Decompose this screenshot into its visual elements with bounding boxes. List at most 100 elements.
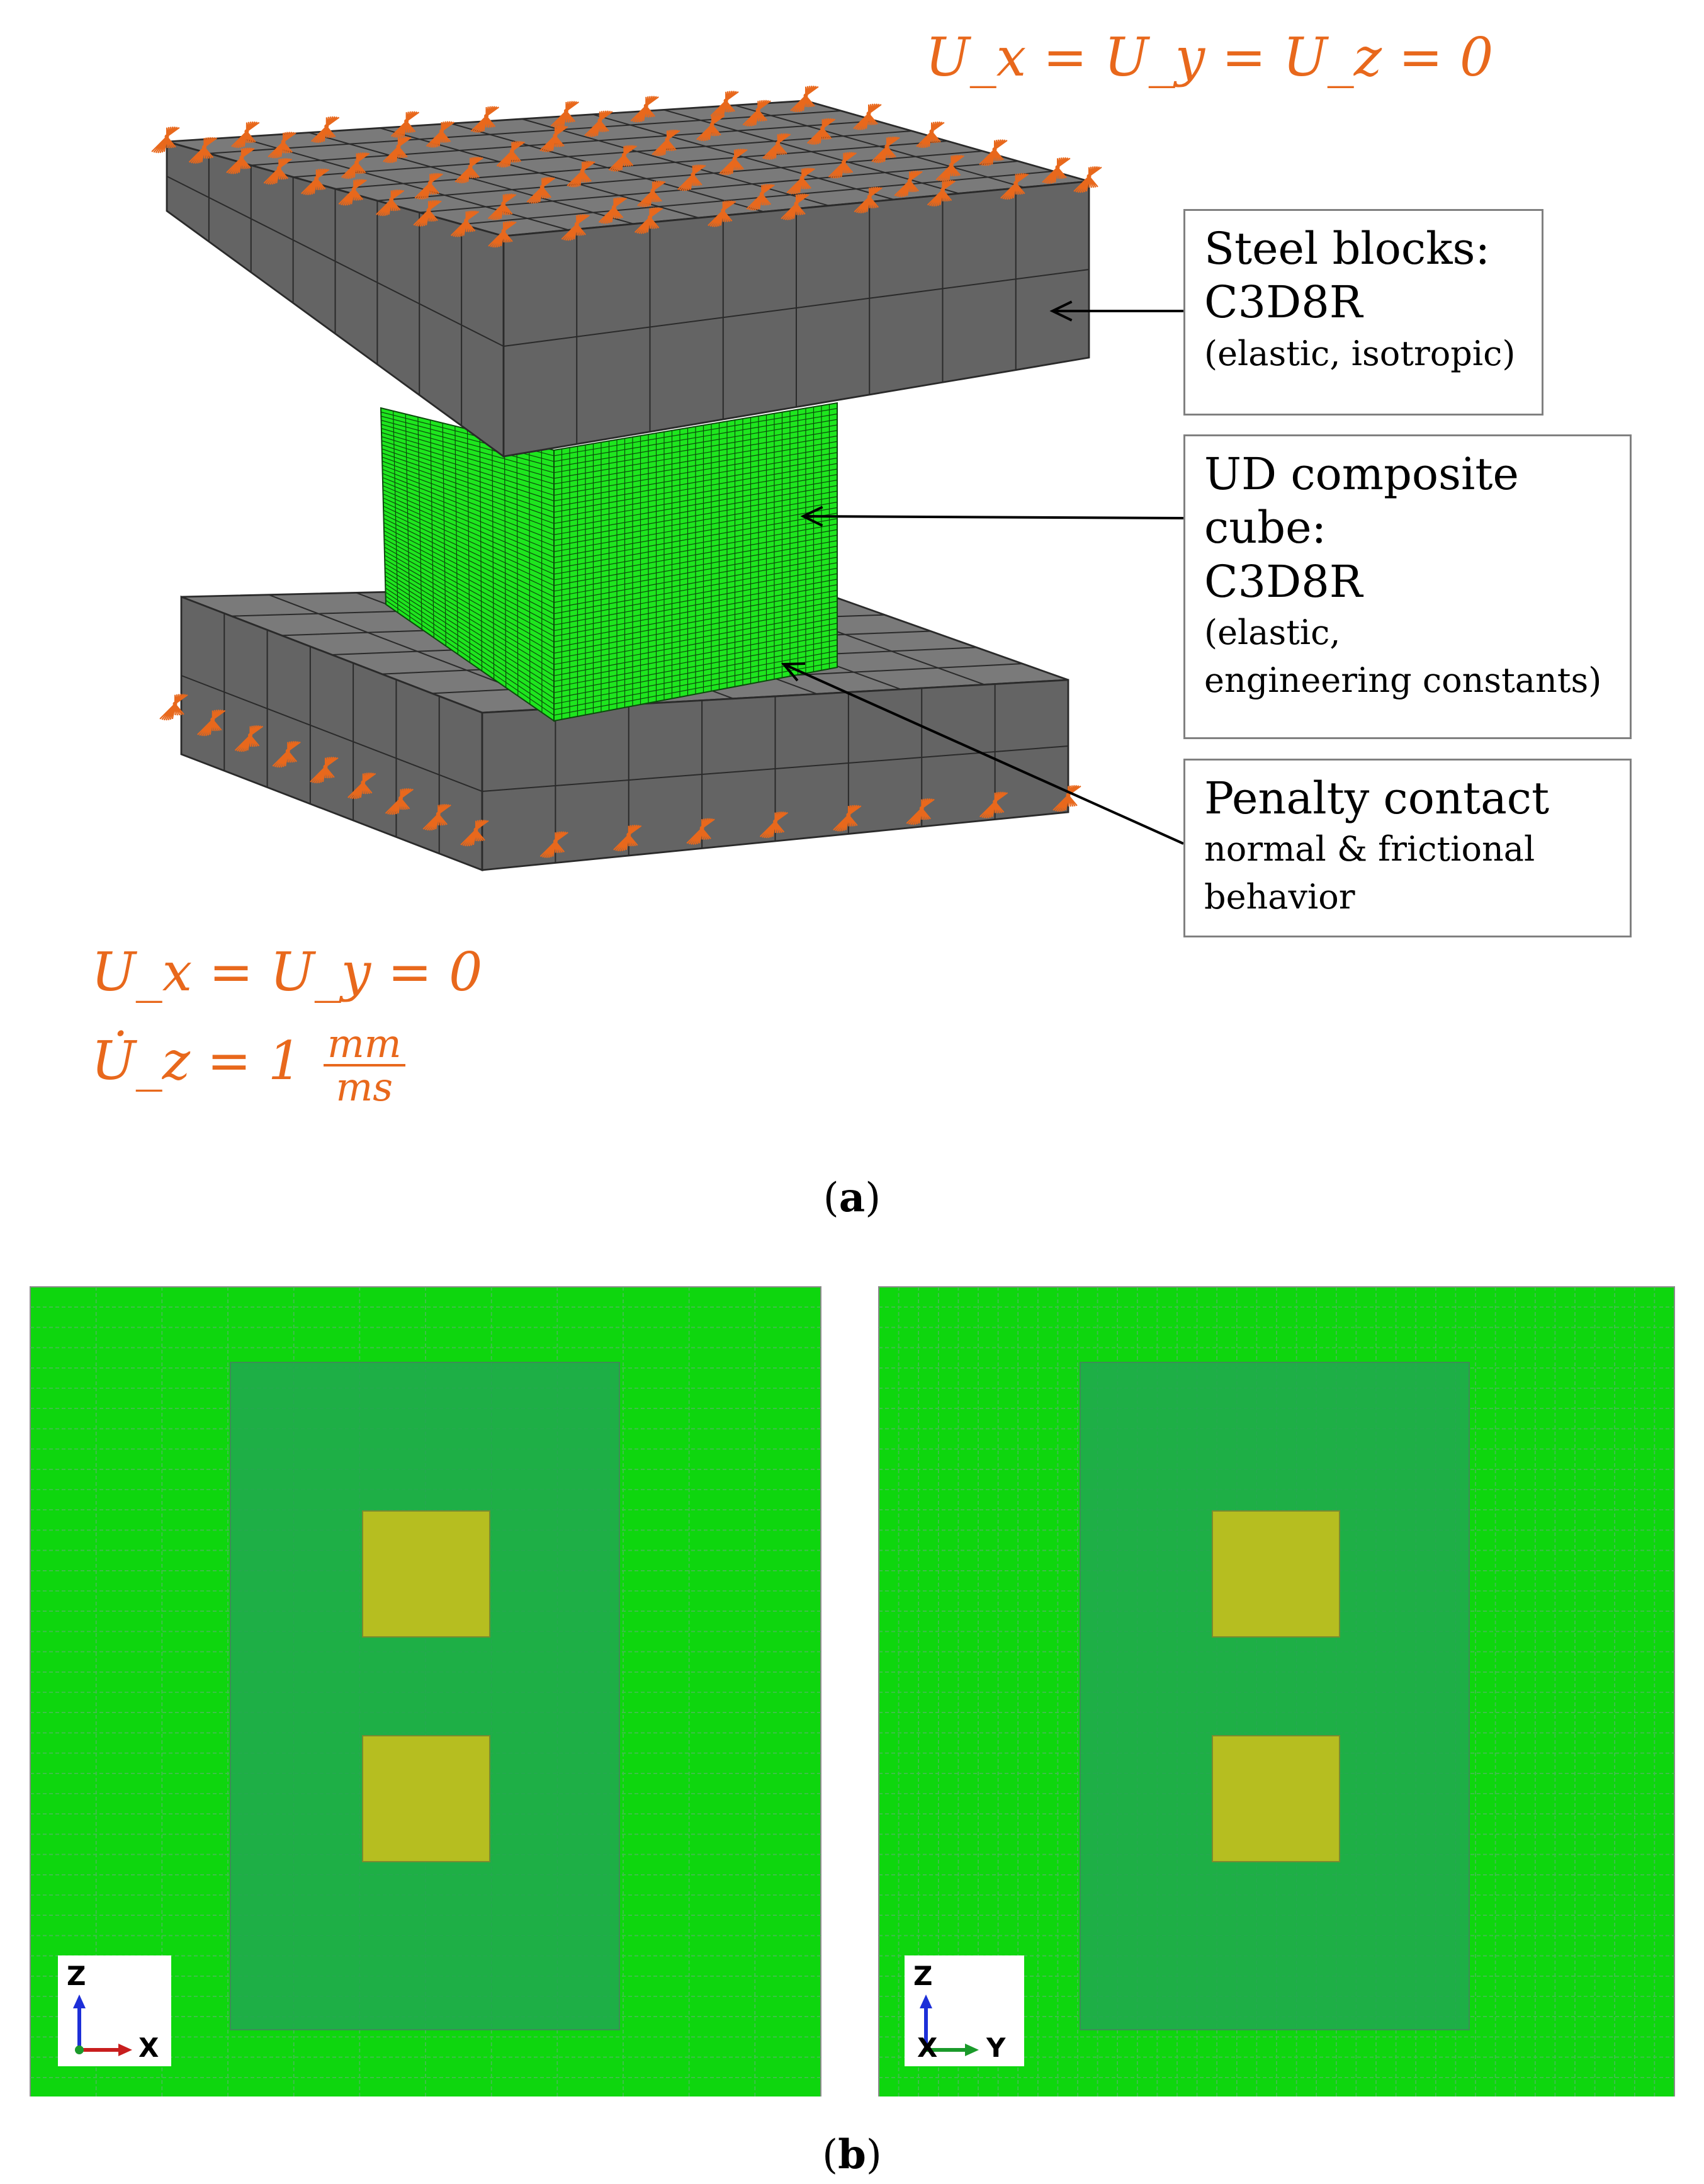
bc-symbol-center — [164, 134, 169, 139]
bc-symbol-rays — [786, 167, 815, 195]
bc-symbol-center — [992, 147, 997, 152]
bc-symbol — [385, 788, 414, 815]
cube-left-face-mesh — [381, 410, 555, 716]
bc-symbol — [1052, 784, 1081, 812]
bc-symbol-center — [426, 208, 431, 213]
bc-symbol — [696, 114, 725, 142]
bc-symbol — [584, 110, 613, 138]
bc-symbol — [979, 791, 1008, 819]
bc-symbol — [460, 819, 489, 847]
bc-symbol-rays — [272, 740, 301, 768]
bc-symbol — [341, 152, 370, 179]
bc-symbol-rays — [526, 176, 555, 204]
top-block-left-face-mesh — [166, 153, 504, 426]
bc-symbol — [426, 121, 455, 148]
leader-contact-head — [781, 662, 806, 682]
bc-symbol-center — [1013, 181, 1018, 186]
bc-symbol-center — [755, 108, 760, 113]
bc-symbol — [746, 183, 775, 211]
section-xz-patch-lower — [362, 1735, 490, 1862]
steel-label-line3: (elastic, isotropic) — [1204, 333, 1516, 373]
composite-label-line2: cube: — [1204, 502, 1327, 554]
bc-symbol-center — [404, 119, 409, 124]
bc-symbol-center — [509, 149, 514, 154]
bc-symbol — [781, 193, 810, 221]
bc-symbol-rays — [742, 99, 771, 127]
bc-symbol-center — [361, 780, 366, 785]
bc-symbol-rays — [197, 709, 226, 737]
bc-symbol — [979, 139, 1008, 166]
bc-symbol — [927, 179, 956, 207]
bc-symbol — [1042, 157, 1071, 184]
composite-label-line1: UD composite — [1204, 448, 1519, 500]
bc-symbol — [598, 196, 627, 224]
bc-bottom-text-1: U_x = U_y = 0 — [91, 941, 483, 1003]
bc-symbol-center — [940, 188, 945, 193]
axis-label-x-out: X — [917, 2032, 938, 2063]
contact-label-box: Penalty contact normal & frictional beha… — [1183, 759, 1632, 937]
bc-symbol-center — [324, 124, 329, 129]
bc-symbol-center — [484, 114, 488, 118]
bc-symbol-center — [621, 152, 626, 157]
bc-symbol-rays — [159, 693, 188, 721]
caption-a: (a) — [823, 1174, 881, 1221]
bc-symbol — [268, 132, 296, 159]
bc-symbol-center — [201, 145, 206, 150]
bc-symbol — [470, 106, 500, 133]
bc-symbol — [188, 137, 217, 164]
bc-symbol-center — [323, 764, 328, 769]
bc-symbol — [894, 170, 923, 198]
bc-symbol — [263, 157, 292, 185]
bc-symbol — [488, 193, 517, 220]
bc-symbol — [338, 179, 367, 206]
bc-symbol-rays — [979, 139, 1008, 166]
composite-label-box: UD composite cube: C3D8R (elastic, engin… — [1183, 434, 1632, 739]
bc-symbol-center — [723, 98, 728, 103]
bc-symbol — [762, 133, 791, 161]
bc-symbol-center — [611, 205, 616, 210]
contact-label-line1: Penalty contact — [1204, 772, 1550, 824]
steel-label-box: Steel blocks: C3D8R (elastic, isotropic) — [1183, 209, 1543, 416]
axis-triad-xz: Z X — [58, 1955, 171, 2066]
bc-symbol-center — [794, 201, 799, 206]
bc-symbol-center — [248, 733, 252, 738]
bc-symbol-center — [244, 129, 249, 134]
bc-symbol — [871, 136, 900, 164]
bc-symbol-center — [398, 796, 403, 801]
bc-symbol-rays — [746, 183, 775, 211]
bc-symbol-rays — [935, 154, 964, 182]
caption-b: (b) — [822, 2131, 882, 2178]
bc-symbol — [637, 180, 666, 208]
bc-symbol — [375, 189, 405, 217]
bc-symbol — [450, 210, 480, 237]
bc-symbol-center — [539, 184, 544, 190]
bc-symbol-center — [776, 141, 781, 146]
composite-label-line4: (elastic, — [1204, 613, 1341, 653]
bc-symbol-rays — [311, 116, 340, 144]
bc-symbol — [853, 103, 882, 130]
bc-symbol-center — [396, 144, 401, 149]
bc-symbol-rays — [677, 164, 706, 191]
bc-symbol-rays — [652, 129, 680, 157]
bc-symbol-rays — [762, 133, 791, 161]
bc-symbol-center — [820, 126, 825, 131]
bc-symbol — [613, 824, 642, 852]
bc-symbol-center — [867, 195, 872, 200]
bc-symbol-center — [721, 208, 726, 213]
bc-symbol-rays — [634, 207, 663, 234]
bc-symbol-rays — [719, 148, 748, 176]
bc-symbol-center — [464, 218, 469, 223]
bc-symbol-center — [841, 159, 846, 164]
bc-symbol-rays — [696, 114, 725, 142]
bc-symbol-rays — [390, 111, 420, 139]
bc-symbol-rays — [854, 186, 883, 214]
bc-symbol-rays — [906, 798, 935, 825]
bc-symbol-center — [643, 103, 648, 108]
section-views — [30, 1286, 1675, 2096]
bc-symbol-center — [1086, 174, 1092, 179]
section-xz-patch-upper — [362, 1510, 490, 1638]
bc-symbol — [828, 152, 857, 179]
bc-symbol-center — [597, 118, 602, 123]
bc-symbol-center — [929, 129, 934, 134]
bc-symbol-rays — [310, 756, 339, 784]
